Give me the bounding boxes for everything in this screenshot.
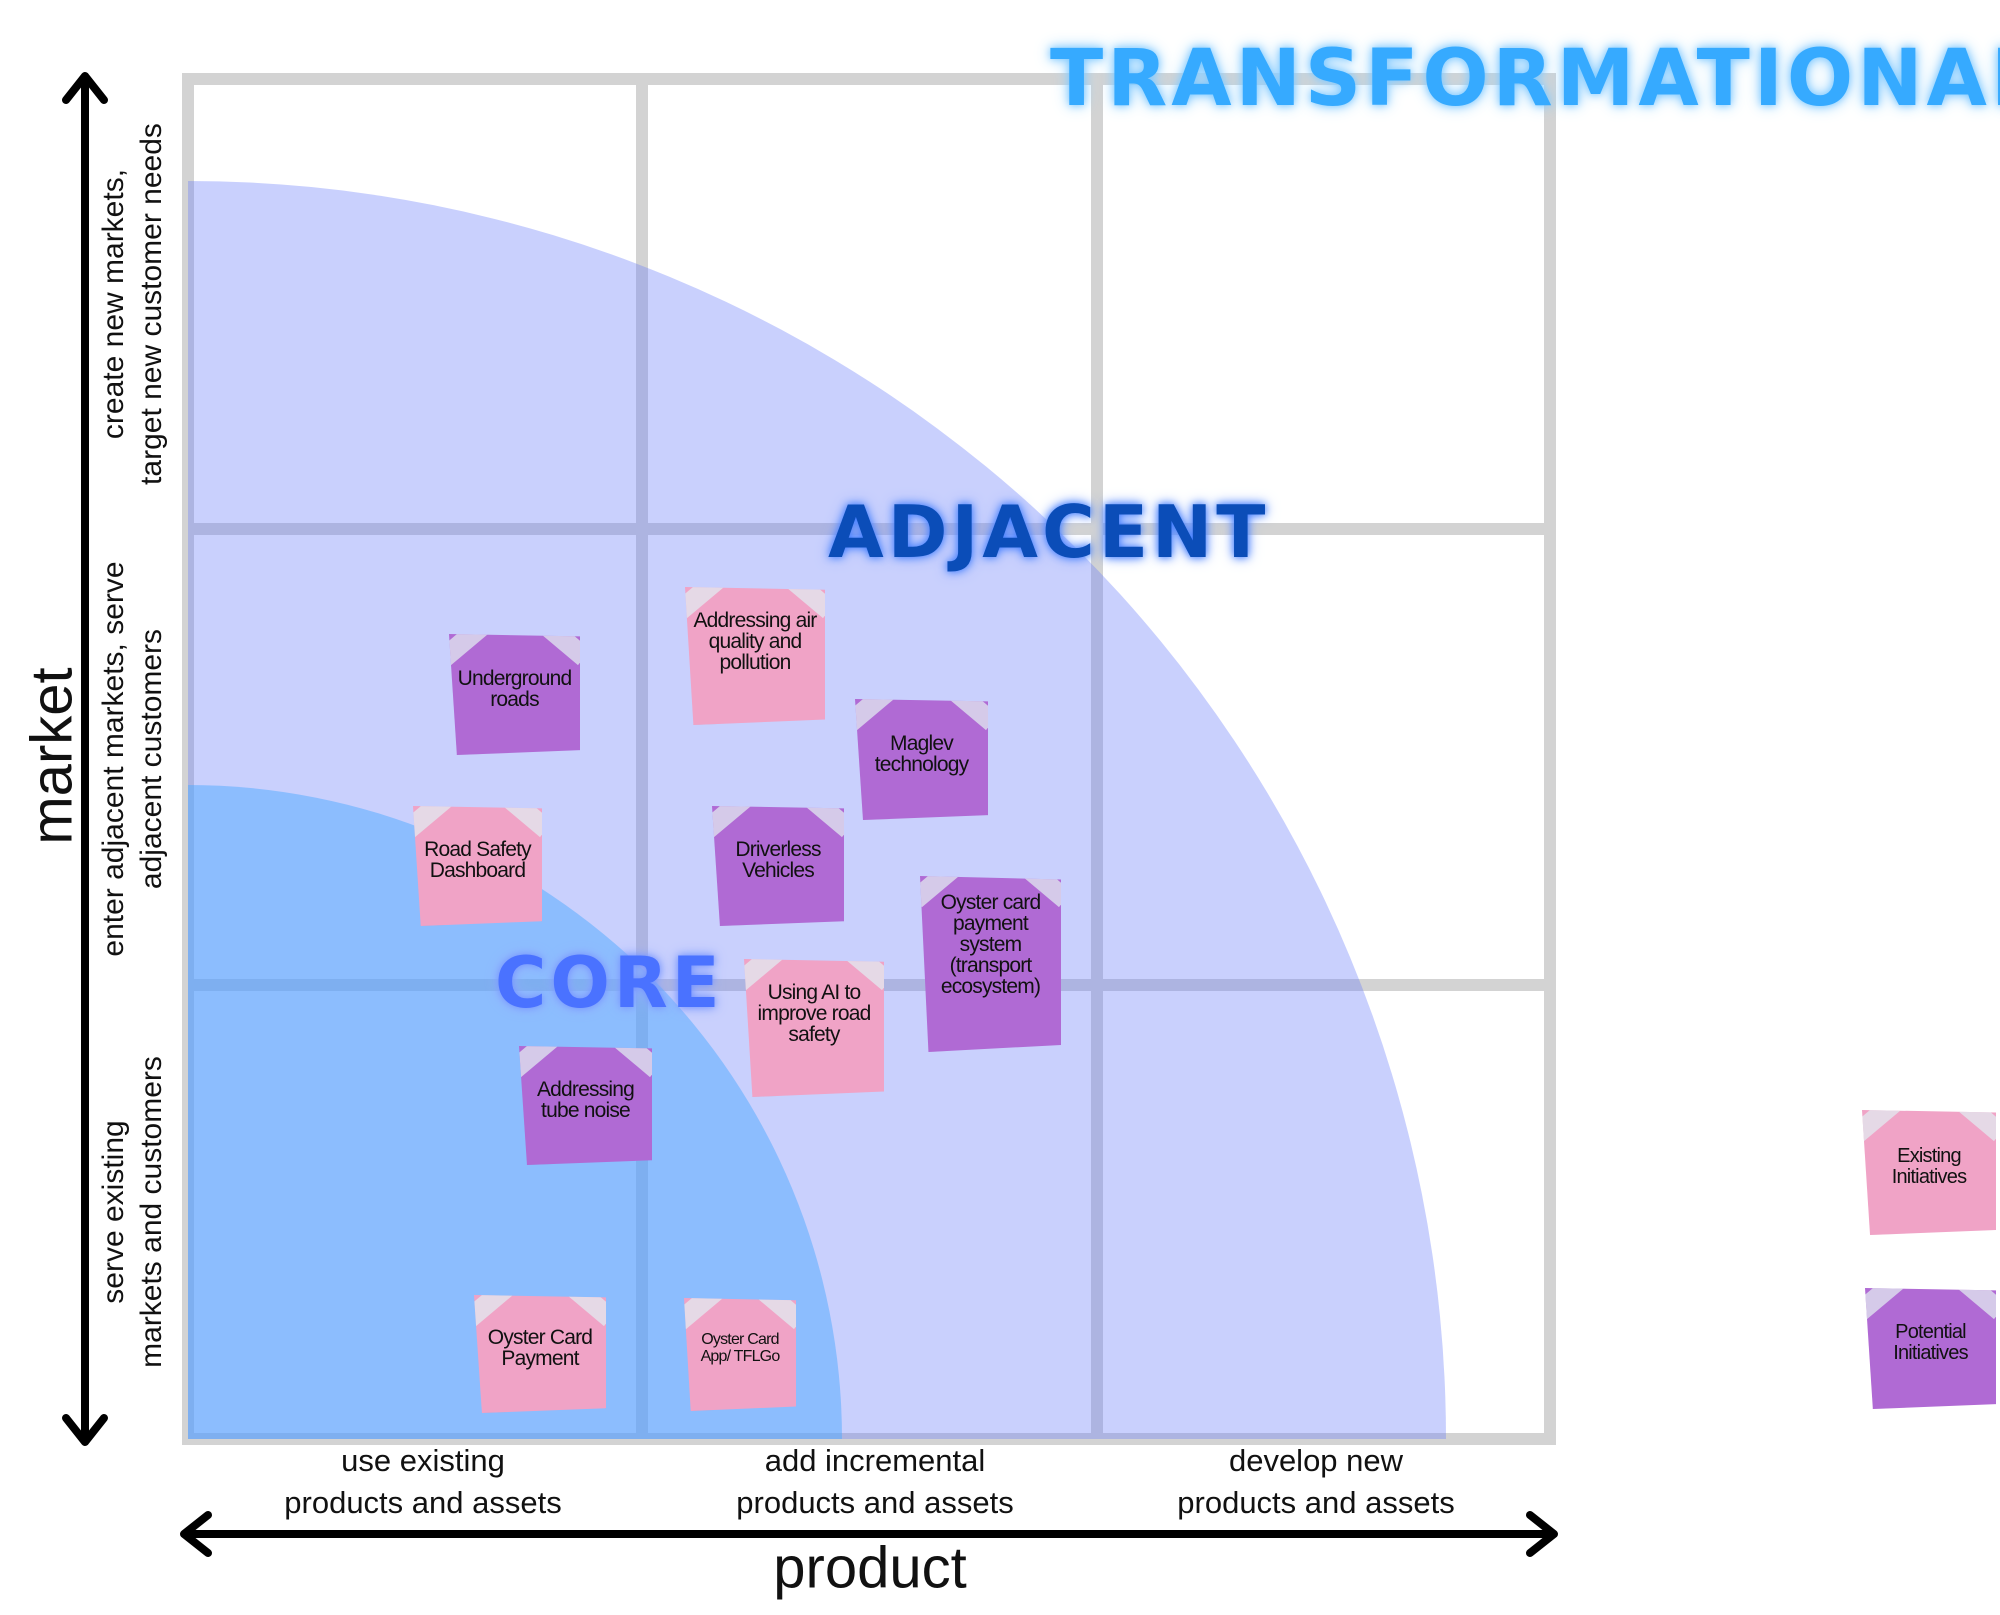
legend-text: Potential Initiatives <box>1893 1320 1968 1364</box>
note-text: Oyster Card Payment <box>487 1326 593 1370</box>
core-label: CORE <box>495 942 724 1024</box>
label-line: products and assets <box>1177 1485 1455 1520</box>
note-text: Underground roads <box>457 666 573 711</box>
sticky-note[interactable]: Maglev technology <box>855 699 988 820</box>
grid-line <box>1091 73 1103 1445</box>
x-col-label-left: use existing products and assets <box>284 1440 561 1524</box>
note-text: Oyster Card App/ TFLGo <box>700 1330 781 1365</box>
legend-potential-initiatives: Potential Initiatives <box>1865 1288 1996 1409</box>
x-axis-title: product <box>773 1535 967 1601</box>
sticky-note[interactable]: Road Safety Dashboard <box>413 806 542 926</box>
transformational-label: TRANSFORMATIONAL <box>1050 34 2000 124</box>
legend-existing-initiatives: Existing Initiatives <box>1862 1110 1996 1235</box>
sticky-note[interactable]: Underground roads <box>449 634 580 755</box>
label-line: products and assets <box>284 1485 562 1520</box>
grid-line <box>182 73 1556 85</box>
label-line: enter adjacent markets, serve <box>97 561 130 957</box>
note-text: Maglev technology <box>874 731 969 776</box>
label-line: adjacent customers <box>135 628 168 890</box>
note-text: Addressing air quality and pollution <box>693 608 817 674</box>
label-line: products and assets <box>736 1485 1014 1520</box>
y-row-label-top: create new markets, target new customer … <box>95 123 171 485</box>
label-line: create new markets, <box>97 168 130 440</box>
note-text: Road Safety Dashboard <box>424 838 532 882</box>
adjacent-label: ADJACENT <box>828 490 1270 574</box>
y-row-label-middle: enter adjacent markets, serve adjacent c… <box>95 561 171 956</box>
label-line: target new customer needs <box>135 123 168 485</box>
sticky-note[interactable]: Addressing air quality and pollution <box>685 587 825 725</box>
label-line: markets and customers <box>135 1056 168 1368</box>
x-col-label-middle: add incremental products and assets <box>736 1440 1013 1524</box>
sticky-note[interactable]: Oyster Card App/ TFLGo <box>684 1298 796 1411</box>
sticky-note[interactable]: Oyster card payment system (transport ec… <box>920 876 1061 1052</box>
horizontal-axis-arrow <box>180 1511 1558 1557</box>
vertical-axis-arrow <box>62 72 108 1446</box>
sticky-note[interactable]: Using AI to improve road safety <box>744 959 884 1097</box>
grid-line <box>1544 73 1556 1445</box>
grid-line <box>182 523 1556 535</box>
label-line: serve existing <box>97 1120 130 1304</box>
label-line: use existing <box>341 1443 505 1478</box>
note-text: Addressing tube noise <box>536 1077 635 1122</box>
x-col-label-right: develop new products and assets <box>1177 1440 1454 1524</box>
sticky-note[interactable]: Driverless Vehicles <box>712 806 844 926</box>
sticky-note[interactable]: Oyster Card Payment <box>474 1295 606 1413</box>
note-text: Oyster card payment system (transport ec… <box>940 890 1042 998</box>
label-line: develop new <box>1228 1443 1404 1478</box>
sticky-note[interactable]: Addressing tube noise <box>519 1046 652 1165</box>
note-text: Driverless Vehicles <box>735 838 821 882</box>
y-row-label-bottom: serve existing markets and customers <box>95 1056 171 1368</box>
legend-text: Existing Initiatives <box>1891 1144 1967 1188</box>
y-axis-title: market <box>19 667 85 845</box>
note-text: Using AI to improve road safety <box>757 980 872 1046</box>
label-line: add incremental <box>764 1443 986 1478</box>
